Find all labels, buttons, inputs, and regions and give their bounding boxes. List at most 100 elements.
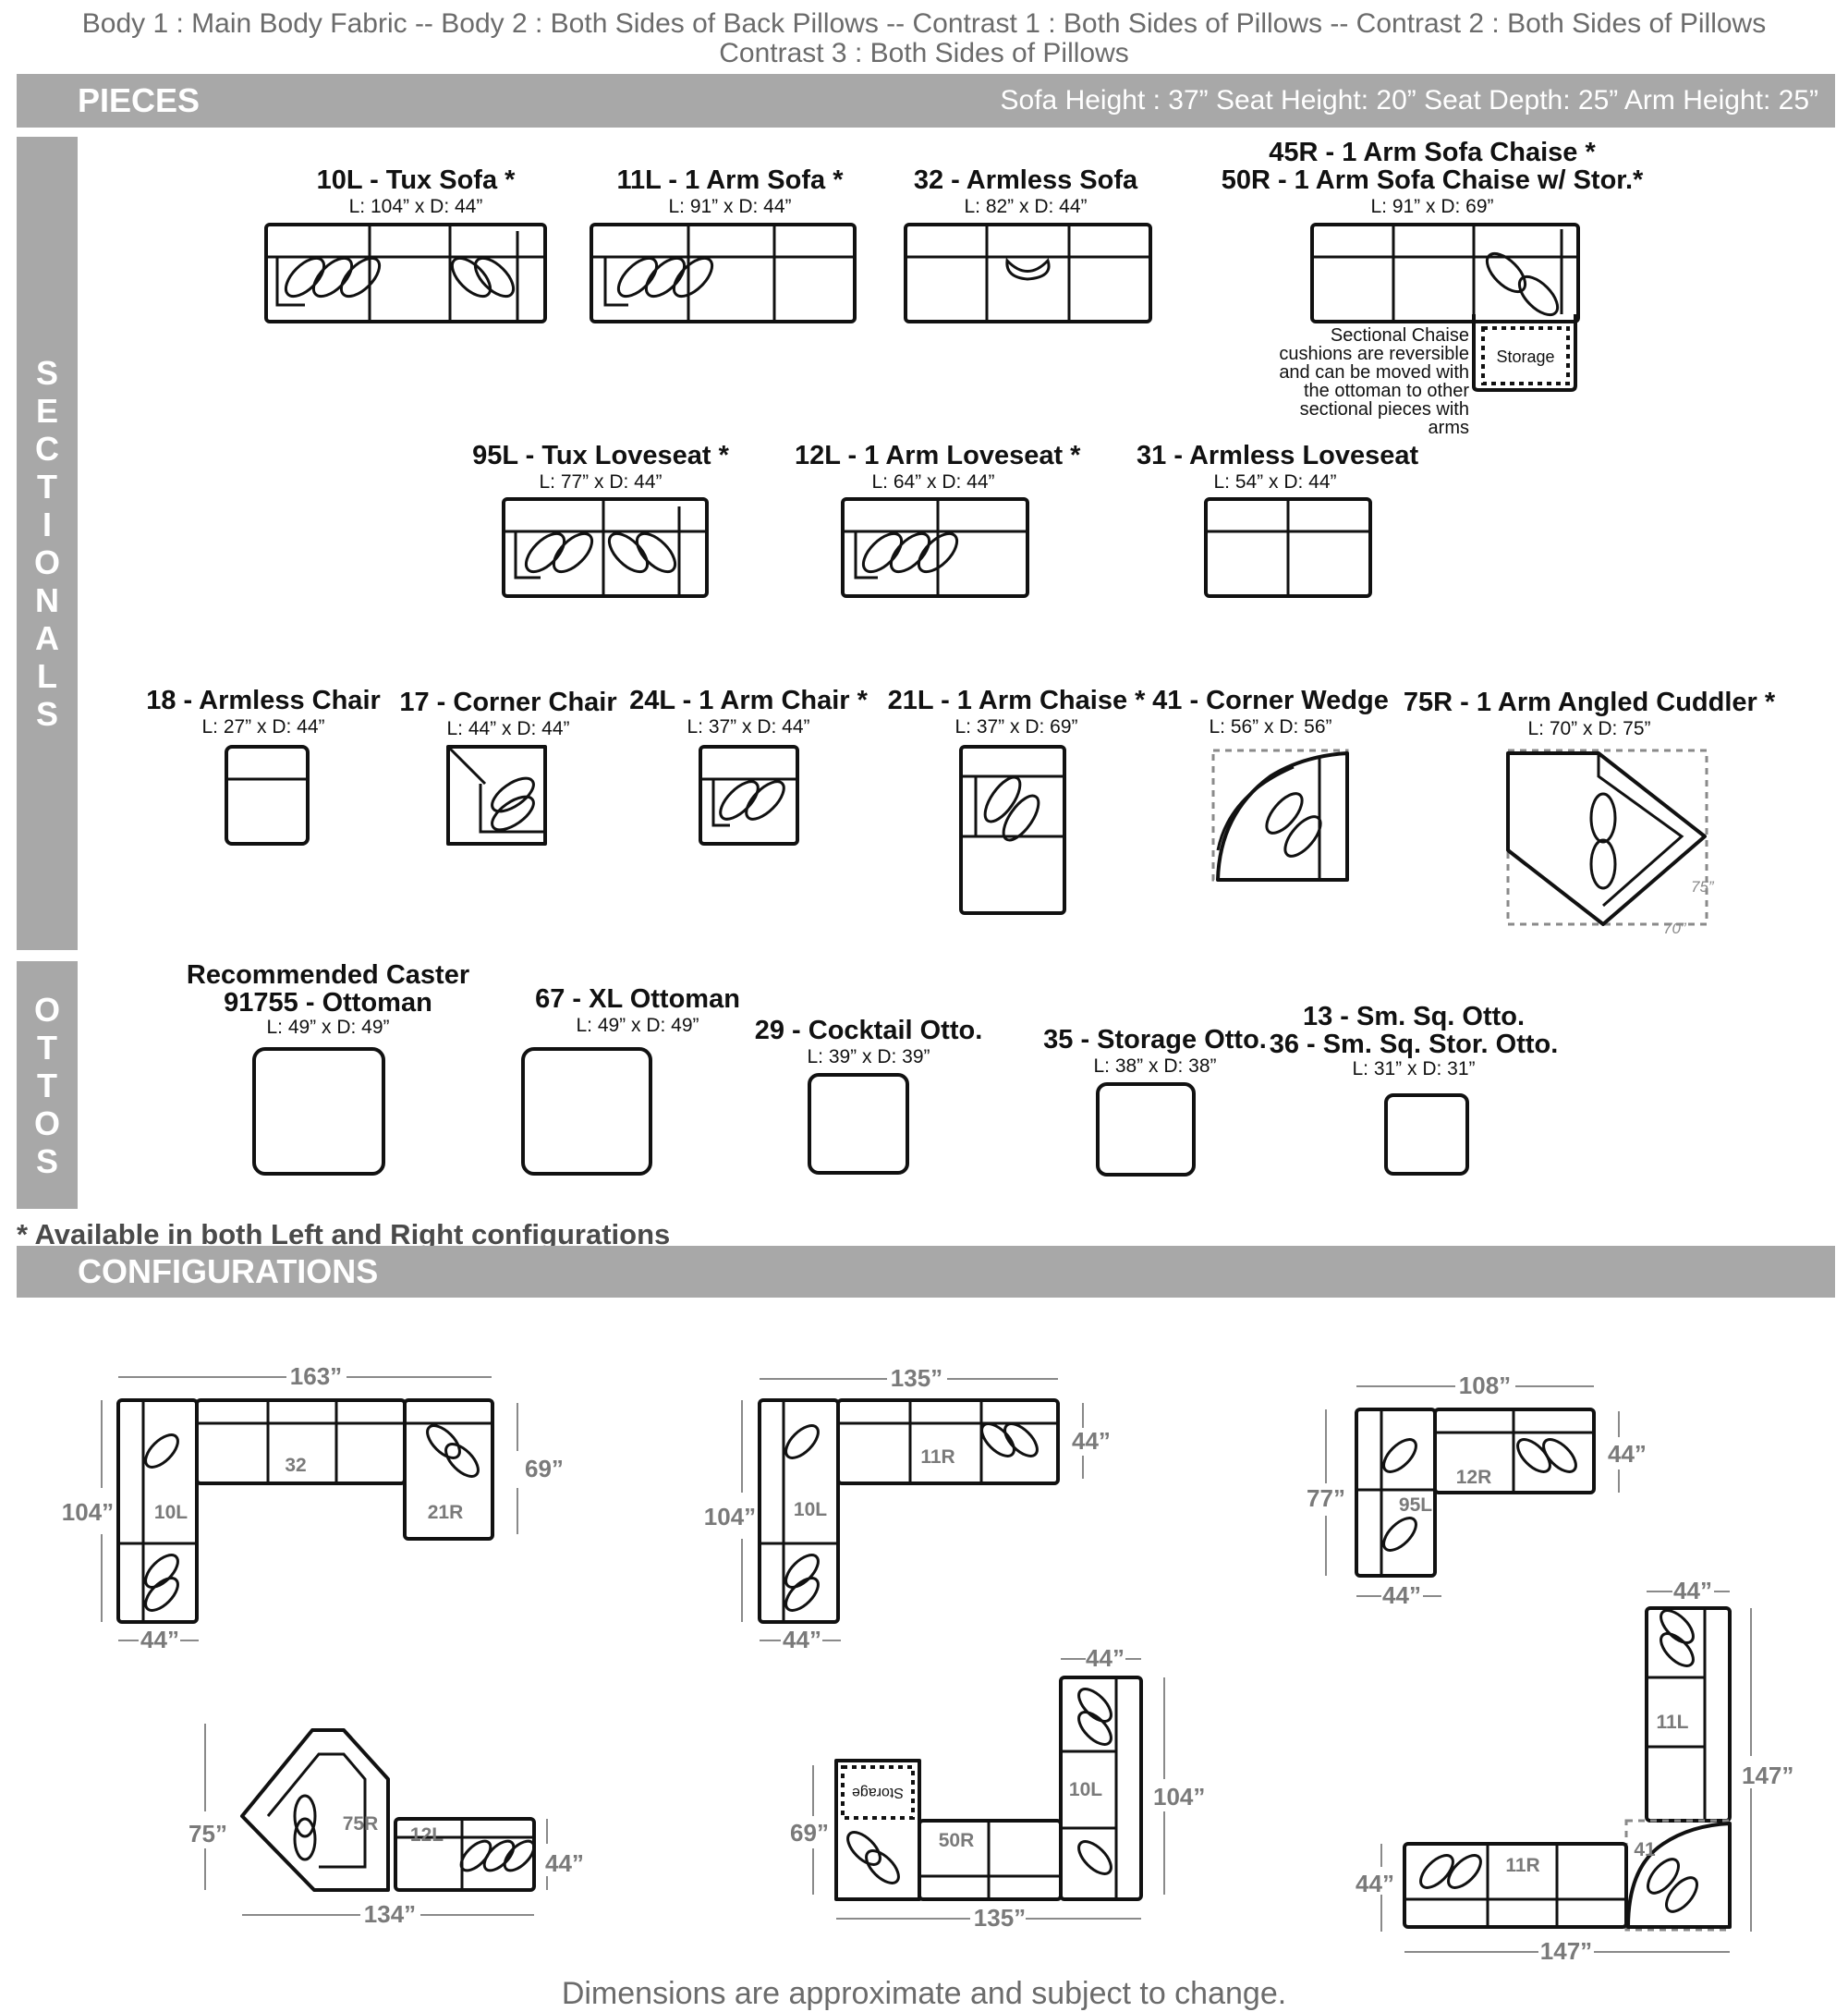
side-letter: S [35, 695, 58, 733]
drawing-18-armless-chair [225, 745, 310, 846]
piece-title-18: 18 - Armless Chair [146, 686, 381, 715]
side-letter: C [35, 430, 59, 468]
note-line: and can be moved with [1279, 362, 1469, 383]
otto-title-67: 67 - XL Ottoman [535, 984, 740, 1014]
ottos-side-label: O T T O S [17, 961, 78, 1209]
otto-dims-67: L: 49” x D: 49” [576, 1015, 699, 1036]
availability-note: * Available in both Left and Right confi… [17, 1218, 671, 1250]
piece-title-75R: 75R - 1 Arm Angled Cuddler * [1403, 688, 1776, 717]
otto-title-91755: 91755 - Ottoman [224, 988, 432, 1018]
config-6-piece-41: 41 [1634, 1839, 1656, 1860]
config-5-piece-50R: 50R [939, 1830, 975, 1851]
side-letter: O [33, 1104, 60, 1142]
note-line: Sectional Chaise [1330, 325, 1469, 346]
piece-dims-12L: L: 64” x D: 44” [871, 471, 995, 493]
drawing-24L-1-arm-chair [699, 745, 799, 846]
config-6-right: 147” [1742, 1762, 1793, 1789]
piece-dims-17: L: 44” x D: 44” [446, 718, 570, 739]
side-letter: T [37, 1066, 57, 1104]
otto-title-36: 36 - Sm. Sq. Stor. Otto. [1269, 1030, 1559, 1059]
configurations-title: CONFIGURATIONS [78, 1252, 379, 1290]
storage-label: Storage [1496, 348, 1554, 366]
piece-title-95L: 95L - Tux Loveseat * [472, 441, 729, 470]
piece-title-21L: 21L - 1 Arm Chaise * [887, 686, 1146, 715]
drawing-45R-sofa-chaise: Storage [1310, 223, 1580, 392]
piece-title-12L: 12L - 1 Arm Loveseat * [795, 441, 1081, 470]
chaise-note: Sectional Chaise cushions are reversible… [1229, 326, 1469, 437]
piece-dims-11L: L: 91” x D: 44” [668, 196, 792, 217]
config-2-piece-11R: 11R [920, 1446, 954, 1468]
drawing-29-cocktail-ottoman [808, 1073, 909, 1175]
piece-title-41: 41 - Corner Wedge [1152, 686, 1389, 715]
pieces-title: PIECES [78, 81, 201, 119]
piece-title-11L: 11L - 1 Arm Sofa * [616, 165, 844, 195]
config-2-right: 44” [1072, 1427, 1111, 1455]
drawing-41-corner-wedge [1211, 749, 1349, 882]
drawing-35-storage-ottoman [1096, 1082, 1196, 1177]
drawing-12L-1-arm-loveseat [841, 497, 1029, 598]
config-4-right: 44” [545, 1849, 584, 1877]
drawing-91755-ottoman [252, 1047, 385, 1176]
side-letter: S [35, 1141, 58, 1180]
config-1-piece-10L: 10L [154, 1502, 188, 1523]
piece-title-31: 31 - Armless Loveseat [1137, 441, 1419, 470]
piece-dims-18: L: 27” x D: 44” [201, 716, 325, 738]
pieces-dimensions: Sofa Height : 37” Seat Height: 20” Seat … [1000, 85, 1818, 116]
cuddler-dim-a: 75” [1691, 878, 1715, 896]
note-line: the ottoman to other [1303, 381, 1469, 401]
config-1-piece-32: 32 [285, 1455, 306, 1476]
piece-title-32: 32 - Armless Sofa [913, 165, 1138, 195]
otto-title-recommended: Recommended Caster [186, 960, 470, 990]
piece-title-50R: 50R - 1 Arm Sofa Chaise w/ Stor.* [1221, 165, 1644, 195]
config-6-piece-11R: 11R [1505, 1855, 1539, 1876]
otto-title-13: 13 - Sm. Sq. Otto. [1302, 1002, 1526, 1031]
note-line: arms [1428, 418, 1469, 438]
footer-disclaimer: Dimensions are approximate and subject t… [561, 1976, 1287, 2011]
config-5-height: 69” [790, 1819, 829, 1847]
piece-title-17: 17 - Corner Chair [399, 688, 617, 717]
config-2-height: 104” [704, 1503, 756, 1530]
config-4: 75” 44” 134” 75R 12L [188, 1724, 584, 1928]
piece-dims-45R: L: 91” x D: 69” [1370, 196, 1494, 217]
config-5-top: 44” [1086, 1644, 1125, 1672]
config-1: 163” 104” 69” 44” 32 10L 21R [62, 1362, 564, 1653]
side-letter: I [42, 506, 52, 543]
config-1-piece-21R: 21R [428, 1502, 464, 1523]
drawing-31-armless-loveseat [1204, 497, 1372, 598]
config-5-piece-10L: 10L [1069, 1779, 1102, 1800]
drawing-13-small-ottoman [1384, 1093, 1469, 1176]
piece-title-24L: 24L - 1 Arm Chair * [629, 686, 868, 715]
drawing-95L-tux-loveseat [502, 497, 709, 598]
config-3-height: 77” [1307, 1484, 1345, 1512]
drawing-67-xl-ottoman [521, 1047, 652, 1176]
side-letter: N [35, 581, 59, 619]
otto-dims-91755: L: 49” x D: 49” [266, 1017, 390, 1038]
config-1-height: 104” [62, 1498, 114, 1526]
drawing-32-armless-sofa [904, 223, 1152, 323]
config-1-bottom: 44” [140, 1626, 179, 1653]
piece-dims-32: L: 82” x D: 44” [964, 196, 1088, 217]
config-4-piece-75R: 75R [343, 1813, 379, 1835]
config-3-right: 44” [1608, 1440, 1647, 1468]
piece-dims-10L: L: 104” x D: 44” [348, 196, 483, 217]
piece-title-45R: 45R - 1 Arm Sofa Chaise * [1269, 138, 1596, 167]
piece-dims-21L: L: 37” x D: 69” [954, 716, 1078, 738]
config-3-piece-12R: 12R [1456, 1467, 1492, 1488]
piece-dims-75R: L: 70” x D: 75” [1527, 718, 1651, 739]
sectionals-side-label: S E C T I O N A L S [17, 137, 78, 950]
config-2-piece-10L: 10L [794, 1499, 827, 1520]
side-letter: O [33, 543, 60, 581]
note-line: sectional pieces with [1299, 399, 1469, 420]
side-letter: T [37, 468, 57, 506]
fabric-line-2: Contrast 3 : Both Sides of Pillows [719, 38, 1129, 68]
piece-dims-24L: L: 37” x D: 44” [687, 716, 810, 738]
note-line: cushions are reversible [1279, 344, 1469, 364]
side-letter: S [35, 354, 58, 392]
otto-dims-29: L: 39” x D: 39” [807, 1046, 930, 1067]
drawing-10L-tux-sofa [264, 223, 547, 323]
config-4-height: 75” [188, 1820, 227, 1847]
drawing-21L-1-arm-chaise [959, 745, 1066, 915]
side-letter: A [35, 619, 59, 657]
config-6-left: 44” [1356, 1870, 1394, 1897]
config-3: 108” 77” 44” 44” 12R 95L [1307, 1372, 1647, 1609]
